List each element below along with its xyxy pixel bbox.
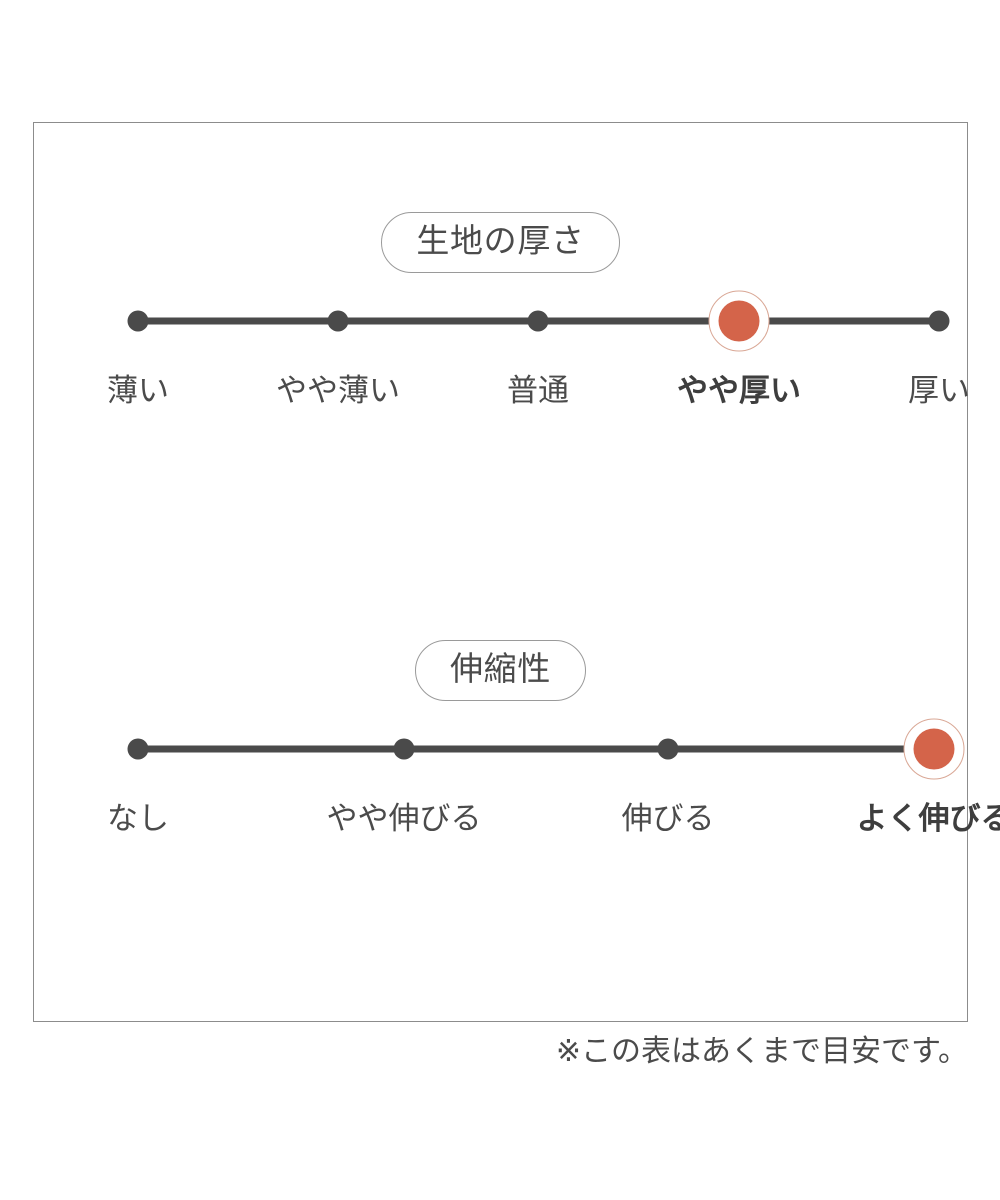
scale-dot-slight-stretch[interactable] — [393, 738, 415, 760]
chart-frame: 生地の厚さ 薄い やや薄い 普通 やや厚い 厚い 伸縮性 — [33, 122, 1000, 1022]
scale-fabric-thickness: 薄い やや薄い 普通 やや厚い 厚い — [34, 290, 970, 441]
scale-dot-somewhat-thin[interactable] — [327, 310, 349, 332]
badge-wrap-fabric-thickness: 生地の厚さ — [34, 212, 967, 273]
scale-dot-somewhat-thick[interactable] — [718, 300, 760, 342]
scale-label-somewhat-thin: やや薄い — [276, 373, 400, 409]
scale-dot-high-stretch[interactable] — [913, 728, 955, 770]
scale-label-thick: 厚い — [908, 373, 970, 409]
scale-label-normal: 普通 — [507, 373, 569, 409]
badge-wrap-stretchability: 伸縮性 — [34, 640, 967, 701]
scale-label-none: なし — [107, 801, 169, 837]
section-badge-stretchability: 伸縮性 — [415, 640, 586, 701]
scale-dot-normal[interactable] — [527, 310, 549, 332]
scale-label-somewhat-thick: やや厚い — [677, 373, 801, 409]
scale-label-stretch: 伸びる — [621, 801, 715, 837]
scale-dot-thin[interactable] — [127, 310, 149, 332]
section-badge-fabric-thickness: 生地の厚さ — [381, 212, 620, 273]
scale-track-stretchability — [138, 745, 934, 753]
scale-label-slight-stretch: やや伸びる — [326, 801, 482, 837]
scale-dot-stretch[interactable] — [657, 738, 679, 760]
scale-dot-thick[interactable] — [928, 310, 950, 332]
scale-label-high-stretch: よく伸びる — [856, 801, 1000, 837]
scale-stretchability: なし やや伸びる 伸びる よく伸びる — [34, 718, 1000, 869]
scale-dot-none[interactable] — [127, 738, 149, 760]
footnote-disclaimer: ※この表はあくまで目安です。 — [555, 1034, 968, 1069]
scale-label-thin: 薄い — [107, 373, 169, 409]
